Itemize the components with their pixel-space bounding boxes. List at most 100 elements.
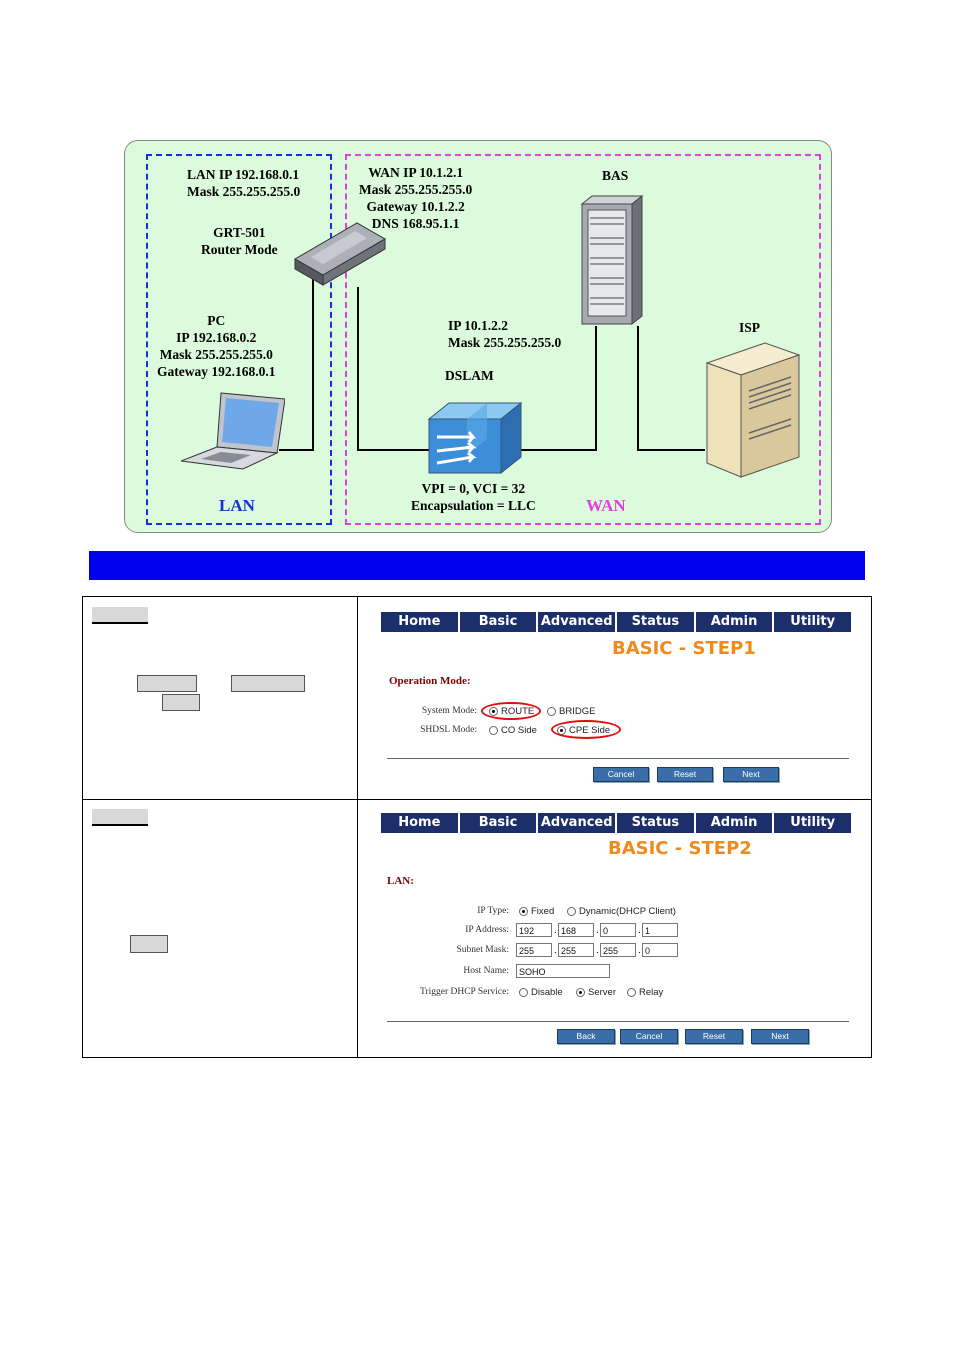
wire-bas-v: [595, 326, 597, 451]
tab-basic[interactable]: Basic: [459, 813, 539, 833]
next-button[interactable]: Next: [723, 767, 779, 782]
bas-label: BAS: [602, 168, 629, 183]
dot-separator: .: [596, 925, 599, 936]
subnet-mask-octet-1[interactable]: 255: [516, 943, 552, 957]
radio-icon: [627, 988, 636, 997]
ip-type-label: IP Type:: [477, 906, 509, 916]
isp-server-icon: [705, 342, 801, 478]
wire-isp-h: [637, 449, 705, 451]
ip-type-fixed[interactable]: Fixed: [519, 906, 554, 917]
wire-pc-router: [312, 261, 314, 451]
next-button[interactable]: Next: [751, 1029, 809, 1044]
lan-zone: [146, 154, 332, 525]
section-title: LAN:: [387, 875, 414, 887]
ip-address-octet-1[interactable]: 192: [516, 923, 552, 937]
radio-icon: [547, 707, 556, 716]
step1-screenshot: Home Basic Advanced Status Admin Utility…: [381, 612, 852, 784]
tab-home[interactable]: Home: [381, 612, 460, 632]
wire-dslam-h: [357, 449, 432, 451]
radio-icon: [519, 988, 528, 997]
shdsl-mode-co[interactable]: CO Side: [489, 725, 537, 736]
step2-highlight-a: [130, 935, 168, 953]
ip-type-dynamic[interactable]: Dynamic(DHCP Client): [567, 906, 676, 917]
subnet-mask-label: Subnet Mask:: [456, 945, 509, 955]
dslam-label: DSLAM: [445, 368, 494, 383]
highlight-ring-cpe: [551, 720, 621, 739]
page-title: BASIC - STEP2: [608, 838, 752, 859]
nav-bar: Home Basic Advanced Status Admin Utility: [381, 813, 852, 833]
dhcp-relay[interactable]: Relay: [627, 987, 663, 998]
router-icon: [293, 222, 387, 286]
steps-table: Home Basic Advanced Status Admin Utility…: [82, 596, 872, 1058]
tab-utility[interactable]: Utility: [774, 813, 852, 833]
dot-separator: .: [596, 945, 599, 956]
tab-advanced[interactable]: Advanced: [538, 612, 618, 632]
tab-status[interactable]: Status: [617, 612, 696, 632]
host-name-label: Host Name:: [463, 966, 509, 976]
step2-heading-marker: [92, 809, 148, 826]
reset-button[interactable]: Reset: [657, 767, 713, 782]
nav-bar: Home Basic Advanced Status Admin Utility: [381, 612, 852, 632]
subnet-mask-octet-4[interactable]: 0: [642, 943, 678, 957]
tab-home[interactable]: Home: [381, 813, 460, 833]
wire-bas-isp-v: [637, 326, 639, 451]
reset-button[interactable]: Reset: [685, 1029, 743, 1044]
cancel-button[interactable]: Cancel: [620, 1029, 678, 1044]
dhcp-service-label: Trigger DHCP Service:: [419, 987, 509, 997]
radio-icon: [519, 907, 528, 916]
ip-address-label: IP Address:: [465, 925, 509, 935]
cancel-button[interactable]: Cancel: [593, 767, 649, 782]
step1-heading-marker: [92, 607, 148, 624]
step1-highlight-c: [162, 694, 200, 711]
section-header-bar: [89, 551, 865, 580]
radio-icon: [489, 726, 498, 735]
laptop-icon: [181, 392, 285, 470]
section-title: Operation Mode:: [389, 675, 471, 687]
dslam-icon: [427, 401, 523, 475]
highlight-ring-route: [481, 702, 541, 720]
tab-admin[interactable]: Admin: [695, 612, 775, 632]
radio-icon: [576, 988, 585, 997]
shdsl-mode-label: SHDSL Mode:: [420, 725, 477, 735]
ip-address-octet-4[interactable]: 1: [642, 923, 678, 937]
step1-row: [83, 597, 871, 800]
lan-zone-label: LAN: [219, 496, 255, 515]
step1-highlight-b: [231, 675, 305, 692]
host-name-input[interactable]: SOHO: [516, 964, 610, 978]
radio-icon: [567, 907, 576, 916]
dot-separator: .: [638, 925, 641, 936]
wire-dslam-bas: [515, 449, 597, 451]
step1-highlight-a: [137, 675, 197, 692]
divider: [387, 758, 849, 759]
ip-address-octet-3[interactable]: 0: [600, 923, 636, 937]
tab-admin[interactable]: Admin: [695, 813, 775, 833]
tab-advanced[interactable]: Advanced: [538, 813, 618, 833]
column-divider: [357, 597, 358, 1057]
wire-router-dslam: [357, 287, 359, 451]
step2-screenshot: Home Basic Advanced Status Admin Utility…: [381, 813, 852, 1049]
tab-utility[interactable]: Utility: [774, 612, 852, 632]
dot-separator: .: [554, 925, 557, 936]
system-mode-bridge[interactable]: BRIDGE: [547, 706, 595, 717]
subnet-mask-octet-2[interactable]: 255: [558, 943, 594, 957]
dhcp-disable[interactable]: Disable: [519, 987, 563, 998]
wan-zone-label: WAN: [586, 496, 626, 515]
dot-separator: .: [638, 945, 641, 956]
wan-zone: [345, 154, 821, 525]
back-button[interactable]: Back: [557, 1029, 615, 1044]
subnet-mask-octet-3[interactable]: 255: [600, 943, 636, 957]
dhcp-server[interactable]: Server: [576, 987, 616, 998]
dot-separator: .: [554, 945, 557, 956]
tab-basic[interactable]: Basic: [459, 612, 539, 632]
isp-label: ISP: [739, 320, 761, 335]
tab-status[interactable]: Status: [617, 813, 696, 833]
wire-pc-h: [279, 449, 314, 451]
ip-address-octet-2[interactable]: 168: [558, 923, 594, 937]
bas-server-icon: [580, 194, 644, 326]
